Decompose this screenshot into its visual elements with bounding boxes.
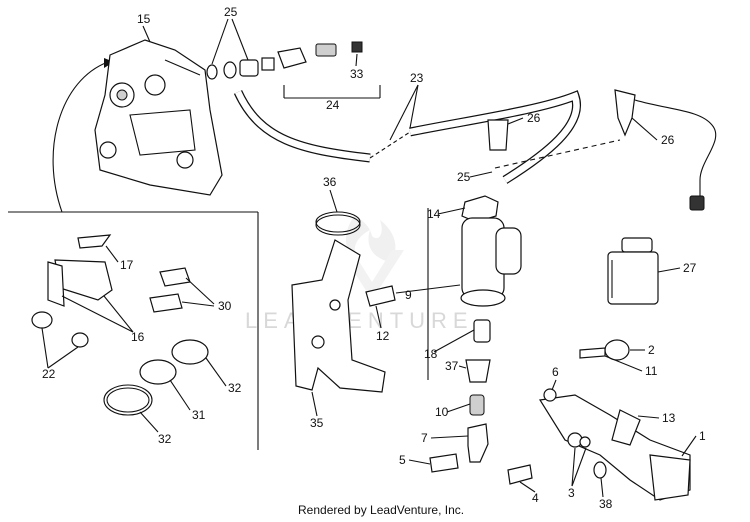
brake-fittings-top	[206, 41, 381, 99]
callout-3: 3	[568, 486, 575, 500]
callout-25-top: 25	[224, 5, 238, 19]
callout-15: 15	[137, 12, 151, 26]
brake-fluid-bottle	[607, 237, 659, 305]
callout-1: 1	[699, 429, 706, 443]
callout-6: 6	[552, 365, 559, 379]
callout-2: 2	[648, 343, 655, 357]
callout-30: 30	[218, 299, 232, 313]
mounting-bracket	[291, 211, 386, 393]
callout-22: 22	[42, 367, 56, 381]
callout-32-right: 32	[228, 381, 242, 395]
callout-11: 11	[645, 364, 658, 378]
callout-14: 14	[427, 207, 441, 221]
callout-33: 33	[350, 67, 364, 81]
callout-37: 37	[445, 359, 459, 373]
callout-35: 35	[310, 416, 324, 430]
leader-lines	[41, 18, 697, 498]
callout-4: 4	[532, 491, 539, 505]
callout-7: 7	[421, 431, 428, 445]
callout-31: 31	[192, 408, 206, 422]
caliper-kit-parts	[31, 234, 209, 416]
watermark-text: LEADVENTURE	[245, 308, 474, 333]
callout-36: 36	[323, 175, 337, 189]
callout-10: 10	[435, 405, 449, 419]
callout-27: 27	[683, 261, 697, 275]
callout-5: 5	[399, 453, 406, 467]
footer-credit: Rendered by LeadVenture, Inc.	[298, 503, 464, 517]
callout-24: 24	[326, 98, 340, 112]
callout-16: 16	[131, 330, 145, 344]
callout-32-left: 32	[158, 432, 172, 446]
brake-light-switch	[487, 89, 717, 211]
callout-26-left: 26	[527, 111, 541, 125]
brake-hose	[233, 84, 581, 184]
master-cylinder	[365, 195, 522, 416]
callout-25-mid: 25	[457, 170, 471, 184]
callout-26-right: 26	[661, 133, 675, 147]
callout-labels: 15 25 33 24 23 26 26 25 14 36 27 9 12 18…	[42, 5, 706, 511]
callout-13: 13	[662, 411, 676, 425]
callout-9: 9	[405, 288, 412, 302]
brake-pedal-assembly	[429, 339, 691, 501]
callout-18: 18	[424, 347, 438, 361]
callout-38: 38	[599, 497, 613, 511]
brake-caliper	[94, 39, 223, 196]
callout-17: 17	[120, 258, 134, 272]
callout-23: 23	[410, 71, 424, 85]
callout-12: 12	[376, 329, 390, 343]
